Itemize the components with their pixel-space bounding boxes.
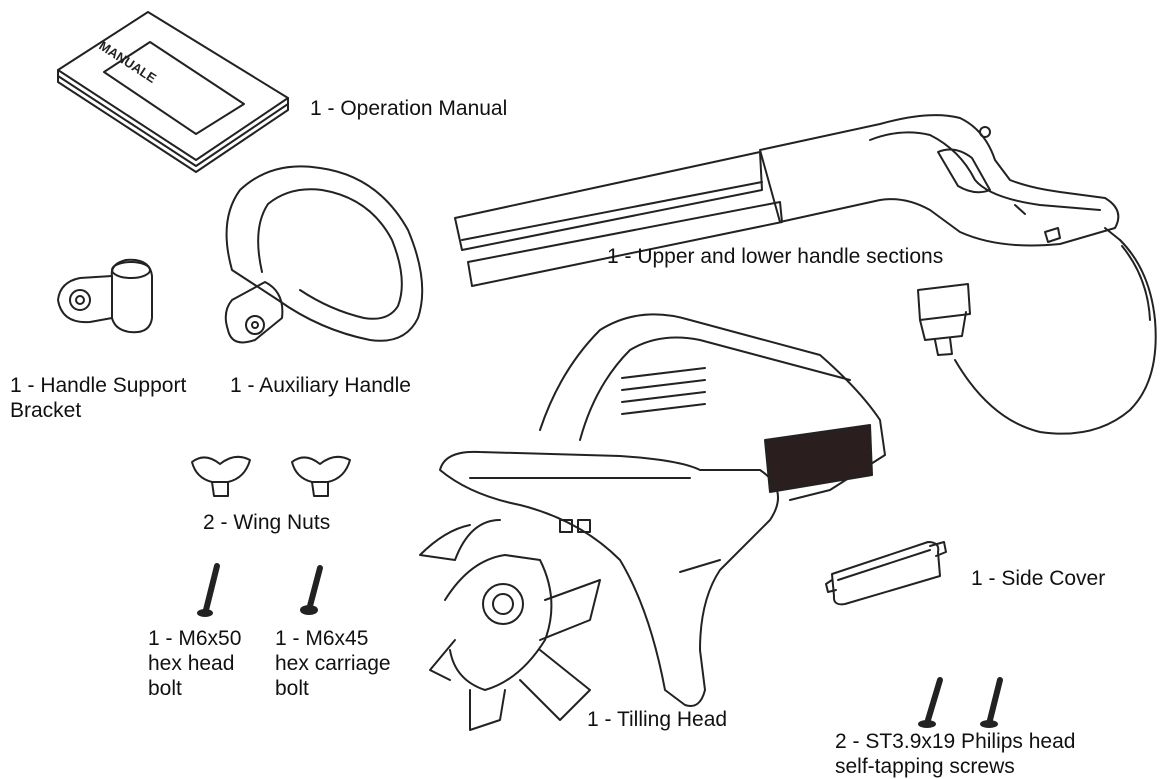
label-handle-support-bracket: 1 - Handle Support Bracket xyxy=(10,374,187,422)
label-tilling-head: 1 - Tilling Head xyxy=(587,708,728,731)
m6x50-bolt-illustration xyxy=(197,563,220,617)
tilling-head-illustration xyxy=(419,313,886,731)
handle-sections-illustration xyxy=(454,114,1157,435)
auxiliary-handle-illustration xyxy=(224,165,424,344)
label-auxiliary-handle: 1 - Auxiliary Handle xyxy=(230,374,411,397)
label-operation-manual: 1 - Operation Manual xyxy=(310,97,508,120)
label-philips-screws: 2 - ST3.9x19 Philips head self-tapping s… xyxy=(835,730,1076,778)
label-handle-sections: 1 - Upper and lower handle sections xyxy=(607,245,944,268)
label-wing-nuts: 2 - Wing Nuts xyxy=(203,511,331,534)
side-cover-illustration xyxy=(825,541,947,606)
wing-nuts-illustration xyxy=(191,455,351,497)
handle-support-bracket-illustration xyxy=(57,258,153,334)
m6x45-bolt-illustration xyxy=(300,565,323,615)
label-m6x45-bolt: 1 - M6x45 hex carriage bolt xyxy=(275,627,391,700)
label-m6x50-bolt: 1 - M6x50 hex head bolt xyxy=(148,627,242,700)
philips-screws-illustration xyxy=(918,677,1003,728)
label-side-cover: 1 - Side Cover xyxy=(971,567,1106,590)
operation-manual-illustration: MANUALE xyxy=(57,11,289,173)
